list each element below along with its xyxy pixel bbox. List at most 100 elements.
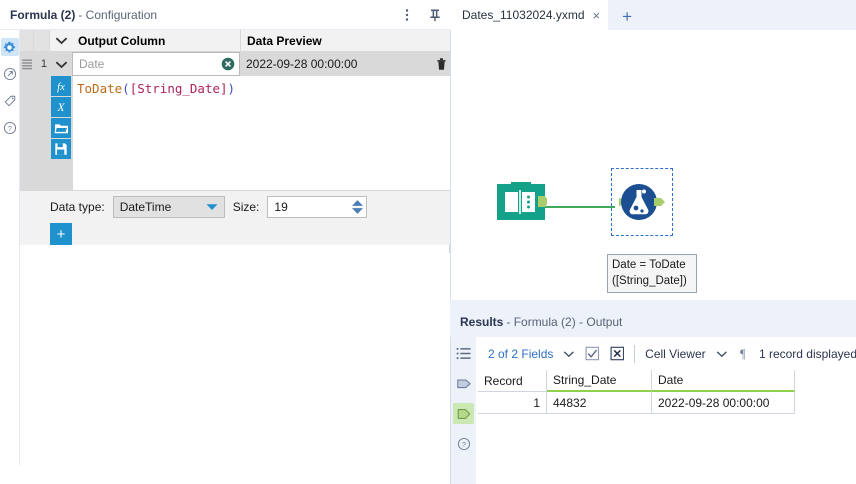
header-collapse-all-chevron[interactable] [50,30,72,51]
input-data-tool[interactable] [495,180,549,227]
pin-icon[interactable] [428,7,442,23]
svg-text:X: X [56,102,65,114]
chevron-down-icon[interactable] [716,350,728,358]
workflow-canvas-area: Dates_11032024.yxmd × + [450,0,856,300]
data-type-label: Data type: [50,200,105,214]
tag-icon[interactable] [1,92,19,110]
row-drag-handle[interactable] [20,52,34,76]
cell-record: 1 [478,392,547,414]
data-type-row: Data type: DateTime Size: 19 [20,191,450,223]
help-circle-icon[interactable]: ? [453,433,474,454]
expression-toolbar: fx X [50,76,72,191]
workflow-tabbar: Dates_11032024.yxmd × + [450,0,856,30]
output-anchor-icon[interactable] [453,403,474,424]
chevron-down-icon[interactable] [563,350,575,358]
svg-text:?: ? [462,441,466,448]
kebab-menu-icon[interactable] [400,7,414,23]
size-value: 19 [274,200,288,214]
formula-row: 1 Date 2022-09-28 00:00:00 [20,52,450,76]
cell-viewer-selector[interactable]: Cell Viewer [645,346,706,361]
metadata-icon[interactable] [453,373,474,394]
fields-selector[interactable]: 2 of 2 Fields [488,346,554,361]
column-header-string-date[interactable]: String_Date [547,370,652,392]
workflow-tab-label: Dates_11032024.yxmd [462,8,585,22]
data-type-value: DateTime [119,200,172,214]
selection-outline [611,168,673,236]
checkbox-checked-icon[interactable] [585,346,600,361]
workflow-tab[interactable]: Dates_11032024.yxmd × [450,0,609,30]
results-body: ? 2 of 2 Fields Cell Viewer [450,337,856,484]
table-header-row: Record String_Date Date [478,370,856,392]
results-subtitle: - Formula (2) - Output [506,315,623,329]
column-header-date[interactable]: Date [652,370,795,392]
function-fx-icon[interactable]: fx [51,76,71,96]
trash-icon [436,58,446,70]
connection-wire[interactable] [537,202,615,212]
header-delete-cell [432,30,450,51]
stepper-up-icon[interactable] [351,200,364,207]
help-circle-icon[interactable]: ? [1,119,19,137]
svg-text:?: ? [8,126,12,133]
save-disk-icon[interactable] [51,139,71,159]
pilcrow-icon[interactable]: ¶ [737,346,749,361]
list-view-icon[interactable] [453,343,474,364]
expression-open-paren: ( [122,81,130,96]
size-stepper[interactable] [351,200,364,215]
chevron-down-icon [55,37,67,45]
workflow-canvas[interactable]: Date = ToDate ([String_Date]) [450,30,856,300]
grid-header-row: Output Column Data Preview [20,30,450,52]
annotation-line-2: ([String_Date]) [612,274,687,287]
configuration-titlebar-actions [400,0,442,30]
results-titlebar: Results - Formula (2) - Output [450,307,856,337]
row-number: 1 [34,52,50,76]
results-panel: Results - Formula (2) - Output [450,300,856,484]
expression-function-token: ToDate [77,81,123,96]
toolbar-divider [634,344,636,363]
arrow-circle-icon[interactable] [1,65,19,83]
flask-formula-icon [619,184,665,220]
cell-date: 2022-09-28 00:00:00 [652,392,795,414]
checkbox-x-icon[interactable] [610,346,625,361]
results-icon-rail: ? [451,337,476,484]
tool-annotation[interactable]: Date = ToDate ([String_Date]) [607,254,697,294]
record-count-label: 1 record displayed [758,346,856,361]
configuration-empty-space [20,253,450,484]
header-handle-cell [20,30,34,51]
configuration-subtitle: - Configuration [78,7,158,22]
configuration-title: Formula (2) [10,7,76,22]
expression-close-paren: ) [227,81,236,96]
expression-input[interactable]: ToDate([String_Date]) [72,76,450,191]
delete-row-button[interactable] [432,52,450,76]
row-collapse-chevron[interactable] [50,52,72,76]
data-type-select[interactable]: DateTime [112,196,225,218]
output-column-input[interactable]: Date [72,52,240,76]
chevron-down-icon [55,61,67,68]
formula-configuration-grid: Output Column Data Preview 1 [20,30,450,245]
results-table[interactable]: Record String_Date Date 1 44832 2022-09-… [478,370,856,484]
close-icon[interactable]: × [592,7,601,23]
stepper-down-icon[interactable] [351,208,364,215]
configuration-titlebar: Formula (2) - Configuration [0,0,450,30]
header-output-column: Output Column [78,33,166,48]
header-data-preview: Data Preview [240,30,432,51]
results-toolbar: 2 of 2 Fields Cell Viewer [476,337,856,370]
variable-x-icon[interactable]: X [51,97,71,117]
book-input-icon [497,182,549,220]
expression-gutter [20,76,50,191]
configuration-icon-rail: ? [0,30,20,484]
add-row-button[interactable]: + [50,223,72,245]
gear-icon[interactable] [0,38,19,56]
column-header-record[interactable]: Record [478,370,547,392]
configuration-bottom-strip [0,465,450,484]
clear-circle-x-icon[interactable] [221,57,235,71]
svg-text:fx: fx [57,82,65,93]
open-folder-icon[interactable] [51,118,71,138]
add-row-gutter [20,223,50,245]
new-tab-button[interactable]: + [608,4,647,30]
size-input[interactable]: 19 [267,196,368,218]
table-row[interactable]: 1 44832 2022-09-28 00:00:00 [478,392,856,414]
configuration-panel: Formula (2) - Configuration [0,0,450,484]
annotation-line-1: Date = ToDate [612,259,686,271]
expression-editor-area: fx X [20,76,450,191]
